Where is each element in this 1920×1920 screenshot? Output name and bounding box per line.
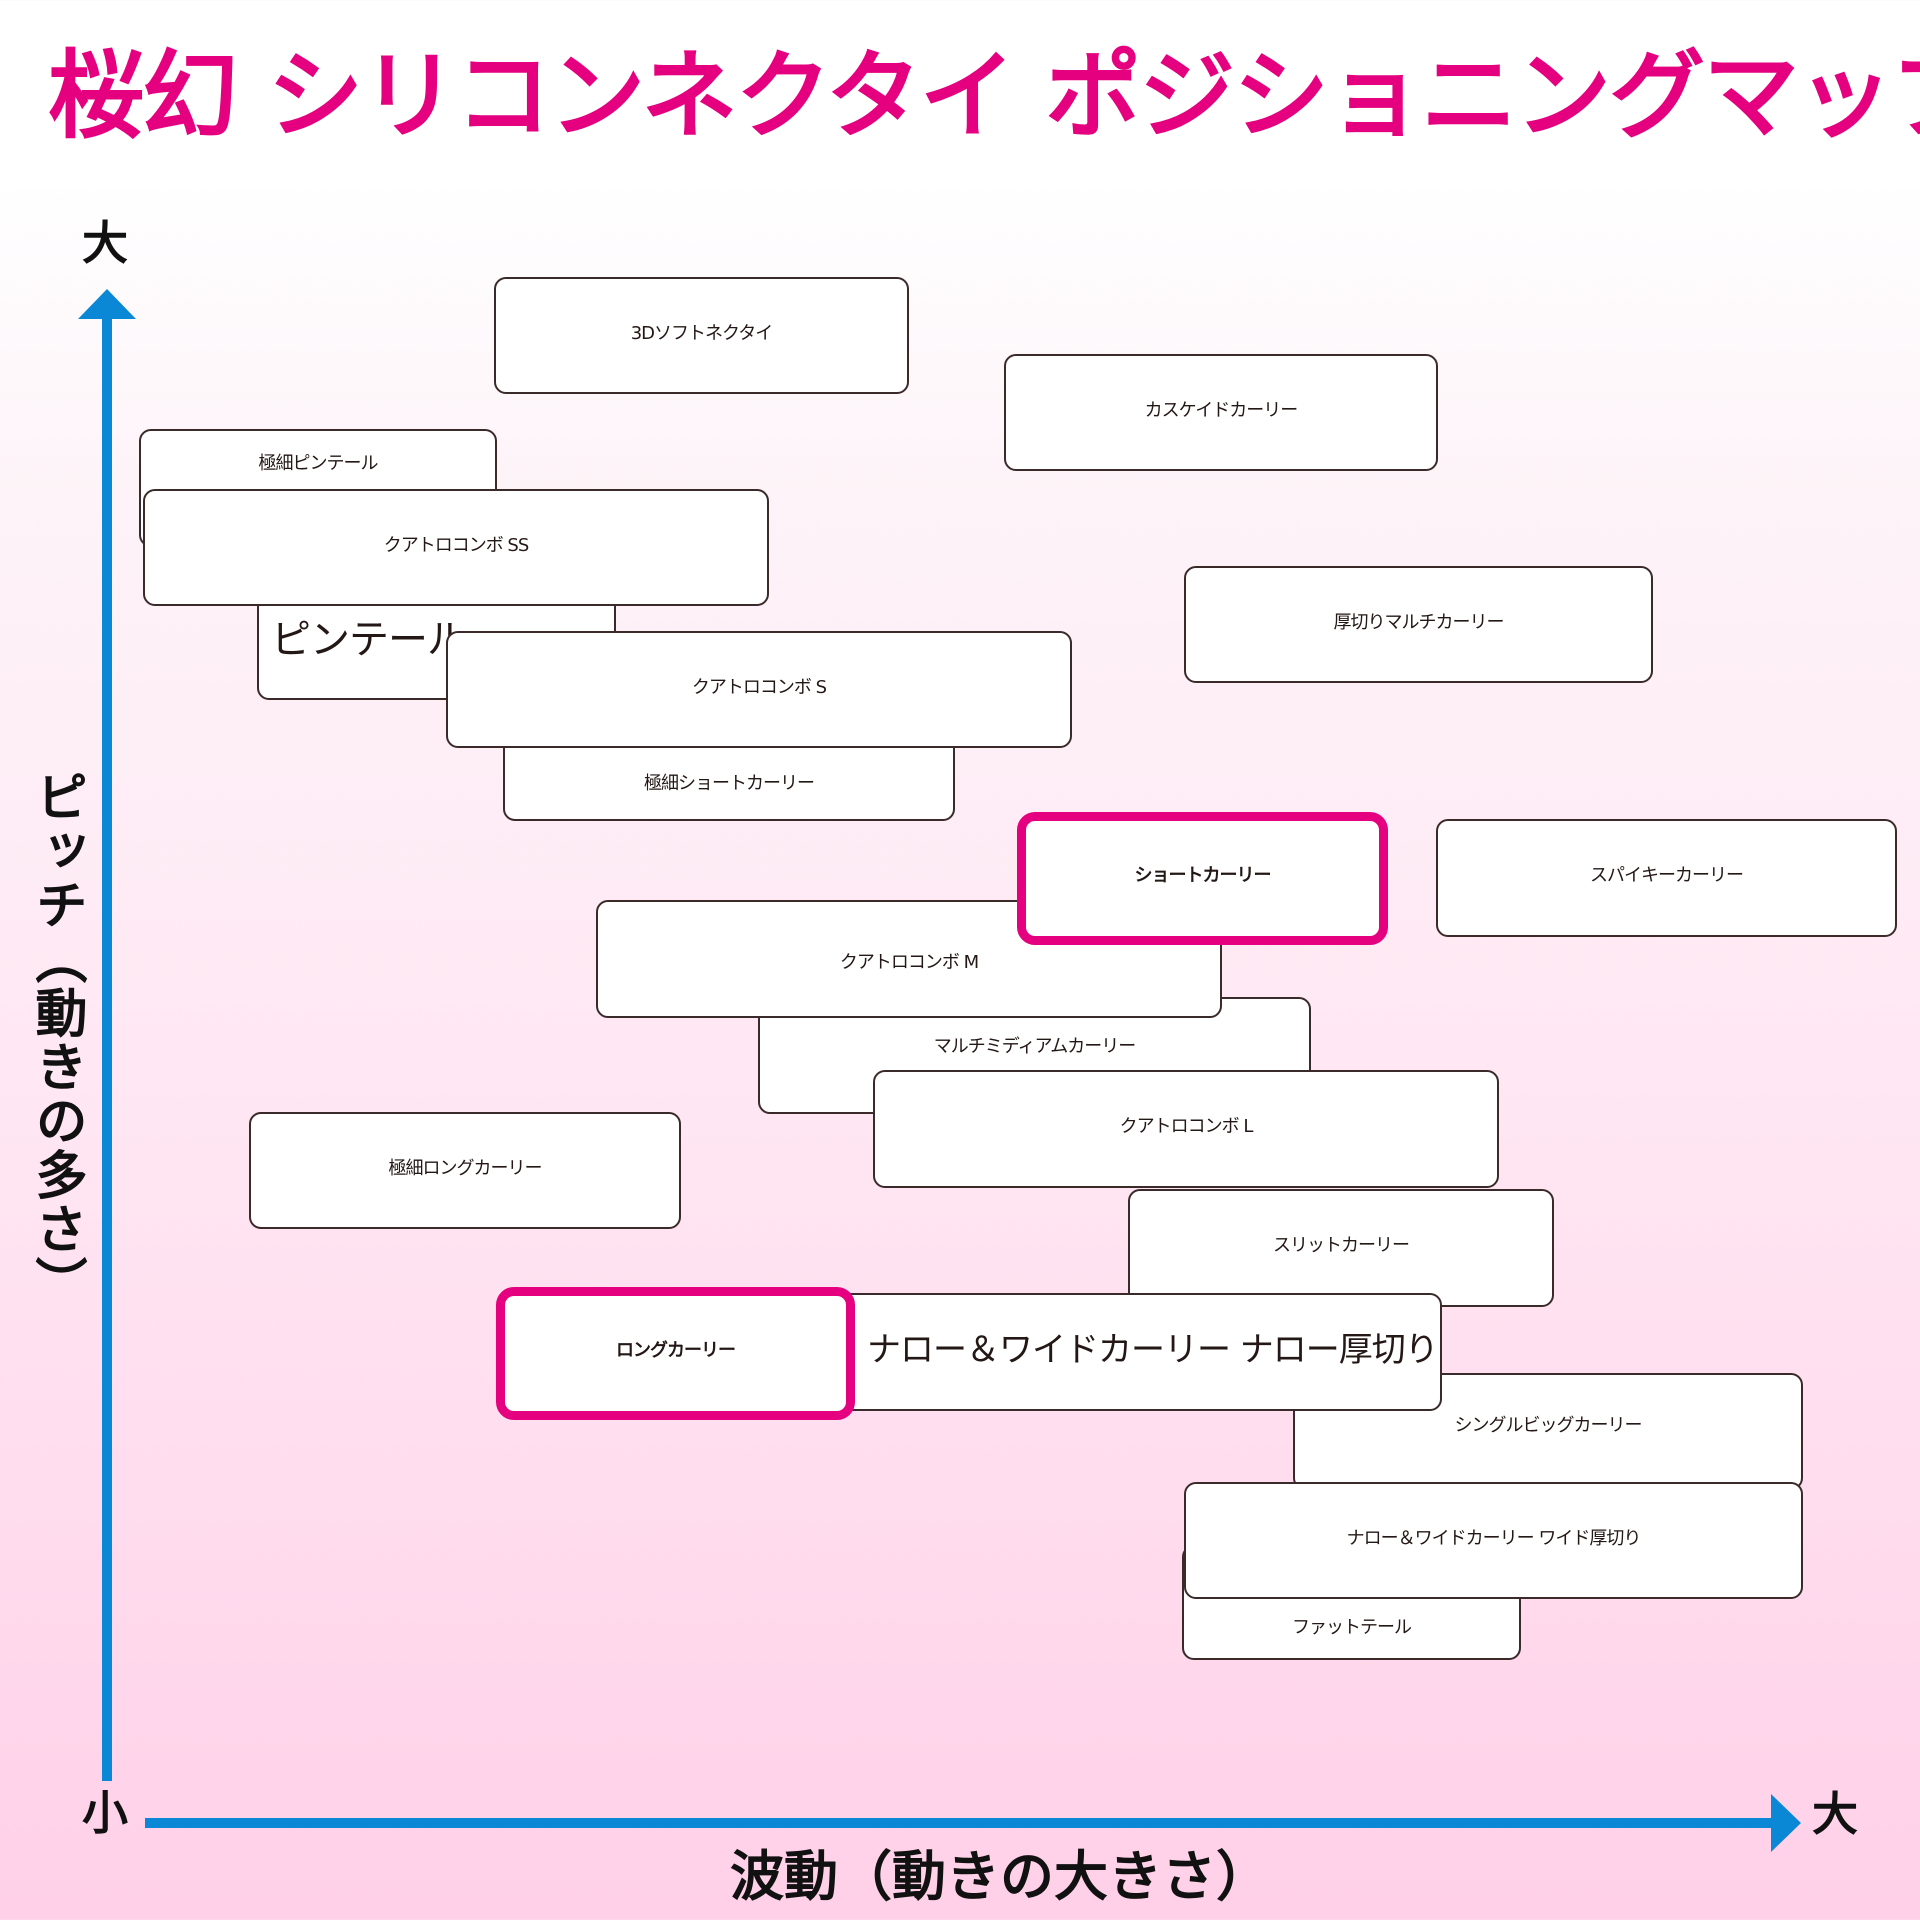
product-label: 極細ピンテール	[258, 453, 379, 474]
y-axis-arrowhead-icon	[78, 289, 136, 319]
product-label: スリットカーリー	[1273, 1235, 1410, 1256]
product-label: カスケイドカーリー	[1144, 400, 1299, 421]
product-label: 極細ロングカーリー	[388, 1158, 543, 1179]
product-label: ピンテール	[271, 617, 467, 663]
product-label: ナロー＆ワイドカーリー ナロー厚切り	[867, 1330, 1439, 1370]
x-axis-high-label: 大	[1812, 1787, 1858, 1841]
product-box-narrow-wide-curly-narrow-thick-cut[interactable]: ナロー＆ワイドカーリー ナロー厚切り	[829, 1293, 1442, 1411]
product-label: ファットテール	[1292, 1617, 1412, 1638]
product-box-thick-cut-multi-curly[interactable]: 厚切りマルチカーリー	[1184, 566, 1653, 683]
product-label: ナロー＆ワイドカーリー ワイド厚切り	[1346, 1528, 1642, 1549]
product-box-3d-soft-necktie[interactable]: 3Dソフトネクタイ	[494, 277, 909, 394]
product-box-quattro-combo-s[interactable]: クアトロコンボ S	[446, 631, 1072, 748]
y-axis-high-label: 大	[82, 216, 128, 270]
map-title: 桜幻 シリコンネクタイ ポジショニングマップ	[48, 40, 1920, 152]
product-label: ショートカーリー	[1134, 865, 1272, 886]
product-box-slit-curly[interactable]: スリットカーリー	[1128, 1189, 1554, 1307]
product-box-narrow-wide-curly-wide-thick-cut[interactable]: ナロー＆ワイドカーリー ワイド厚切り	[1184, 1482, 1803, 1599]
product-label: 3Dソフトネクタイ	[630, 323, 774, 344]
product-label: 極細ショートカーリー	[644, 773, 815, 794]
product-label: マルチミディアムカーリー	[933, 1036, 1136, 1057]
product-label: 厚切りマルチカーリー	[1333, 612, 1505, 633]
product-box-cascade-curly[interactable]: カスケイドカーリー	[1004, 354, 1438, 471]
product-label: クアトロコンボ L	[1119, 1116, 1254, 1137]
product-label: クアトロコンボ S	[691, 677, 827, 698]
product-box-quattro-combo-l[interactable]: クアトロコンボ L	[873, 1070, 1499, 1188]
product-box-long-curly-highlighted[interactable]: ロングカーリー	[496, 1287, 855, 1420]
product-box-extra-fine-long-curly[interactable]: 極細ロングカーリー	[249, 1112, 681, 1229]
product-label: シングルビッグカーリー	[1454, 1415, 1643, 1436]
product-box-quattro-combo-ss[interactable]: クアトロコンボ SS	[143, 489, 769, 606]
product-label: クアトロコンボ M	[839, 952, 979, 973]
y-axis-title: ピッチ（動きの多さ）	[26, 770, 86, 1310]
x-axis-arrowhead-icon	[1771, 1794, 1801, 1852]
product-box-spiky-curly[interactable]: スパイキーカーリー	[1436, 819, 1897, 937]
x-axis-title: 波動（動きの大きさ）	[730, 1845, 1270, 1908]
product-label: クアトロコンボ SS	[383, 535, 530, 556]
product-box-short-curly-highlighted[interactable]: ショートカーリー	[1017, 812, 1388, 945]
product-label: スパイキーカーリー	[1590, 865, 1744, 886]
product-label: ロングカーリー	[616, 1340, 736, 1361]
origin-low-label: 小	[82, 1786, 128, 1840]
